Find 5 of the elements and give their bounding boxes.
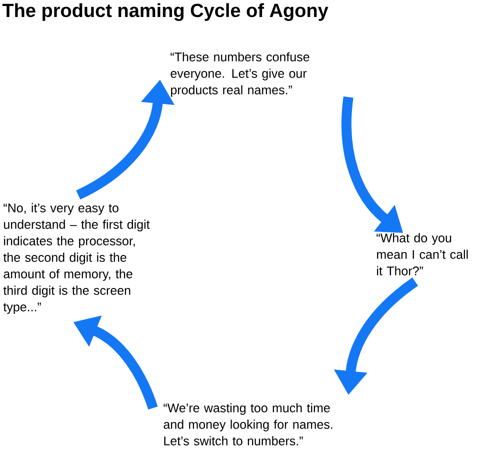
title: The product naming Cycle of Agony: [2, 3, 328, 21]
quote-text: “These numbers confuse everyone. Let’s give our products real names.”: [170, 52, 310, 97]
quote-text: “We’re wasting too much time and money looking for names. Let’s switch to numbers.”: [164, 403, 332, 446]
quote-text: “What do you mean I can’t call it Thor?”: [376, 233, 468, 276]
quote-text: “No, it’s very easy to understand – the first digit indicates the processor, the second digit is the amount of memory, the third digit is the screen type...”: [3, 203, 150, 314]
